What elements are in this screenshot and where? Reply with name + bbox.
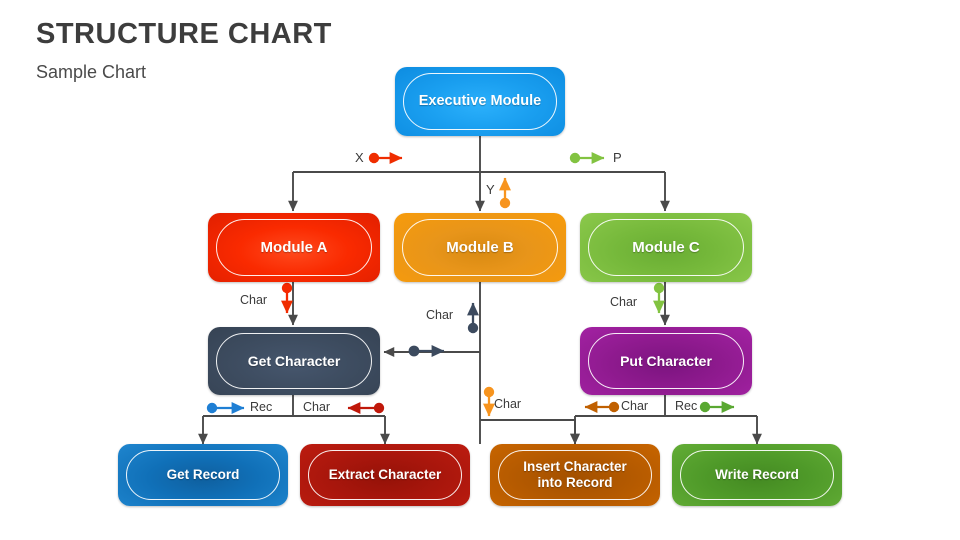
node-inner-frame: Module A — [216, 219, 372, 276]
node-label: Get Character — [247, 352, 341, 369]
node-label: Module A — [260, 238, 328, 256]
node-module-b[interactable]: Module B — [394, 213, 566, 282]
node-executive-module[interactable]: Executive Module — [395, 67, 565, 136]
node-inner-frame: Write Record — [680, 450, 834, 500]
flow-arrow-char-module-b-down — [483, 386, 495, 417]
flow-arrow-x — [368, 152, 403, 164]
node-module-c[interactable]: Module C — [580, 213, 752, 282]
node-label: Get Record — [166, 467, 240, 483]
node-insert-character-into-record[interactable]: Insert Character into Record — [490, 444, 660, 506]
flow-label-rec-get-record: Rec — [250, 400, 273, 414]
node-label: Insert Character into Record — [523, 459, 627, 490]
flow-arrow-rec-write-record — [699, 401, 735, 413]
node-inner-frame: Get Record — [126, 450, 280, 500]
node-write-record[interactable]: Write Record — [672, 444, 842, 506]
node-get-record[interactable]: Get Record — [118, 444, 288, 506]
flow-arrow-y — [499, 177, 511, 209]
node-inner-frame: Executive Module — [403, 73, 557, 130]
flow-label-char-module-a: Char — [240, 293, 268, 307]
node-label: Put Character — [620, 352, 712, 369]
page-title: STRUCTURE CHART — [36, 18, 332, 50]
flow-arrow-char-module-b-up — [467, 302, 479, 334]
node-inner-frame: Put Character — [588, 333, 744, 389]
flow-label-char-module-b-down: Char — [494, 397, 522, 411]
node-label: Extract Character — [328, 467, 442, 483]
flow-label-char-extract: Char — [303, 400, 331, 414]
flow-label-rec-write-record: Rec — [675, 399, 698, 413]
node-get-character[interactable]: Get Character — [208, 327, 380, 395]
flow-arrow-char-module-c — [653, 282, 665, 314]
flow-arrow-getchar-inbound — [408, 345, 445, 357]
wire-moduleb-to-insert — [480, 419, 580, 445]
page-subtitle: Sample Chart — [36, 62, 147, 82]
node-put-character[interactable]: Put Character — [580, 327, 752, 395]
node-label: Write Record — [715, 467, 799, 483]
flow-arrow-p — [569, 152, 605, 164]
node-module-a[interactable]: Module A — [208, 213, 380, 282]
node-inner-frame: Insert Character into Record — [498, 450, 652, 500]
node-extract-character[interactable]: Extract Character — [300, 444, 470, 506]
flow-label-y: Y — [486, 182, 495, 197]
node-label: Module C — [632, 238, 700, 256]
flow-arrow-char-insert — [584, 401, 620, 413]
flow-label-char-module-c: Char — [610, 295, 638, 309]
node-label: Module B — [446, 238, 514, 256]
node-label: Executive Module — [418, 93, 542, 110]
node-inner-frame: Extract Character — [308, 450, 462, 500]
flow-label-p: P — [613, 150, 622, 165]
node-inner-frame: Module B — [402, 219, 558, 276]
flow-arrow-char-module-a — [281, 282, 293, 314]
flow-arrow-char-extract — [347, 402, 385, 414]
flow-label-char-insert: Char — [621, 399, 649, 413]
node-inner-frame: Get Character — [216, 333, 372, 389]
flow-arrow-rec-get-record — [206, 402, 245, 414]
flow-label-x: X — [355, 150, 364, 165]
flow-label-char-module-b-up: Char — [426, 308, 454, 322]
node-inner-frame: Module C — [588, 219, 744, 276]
